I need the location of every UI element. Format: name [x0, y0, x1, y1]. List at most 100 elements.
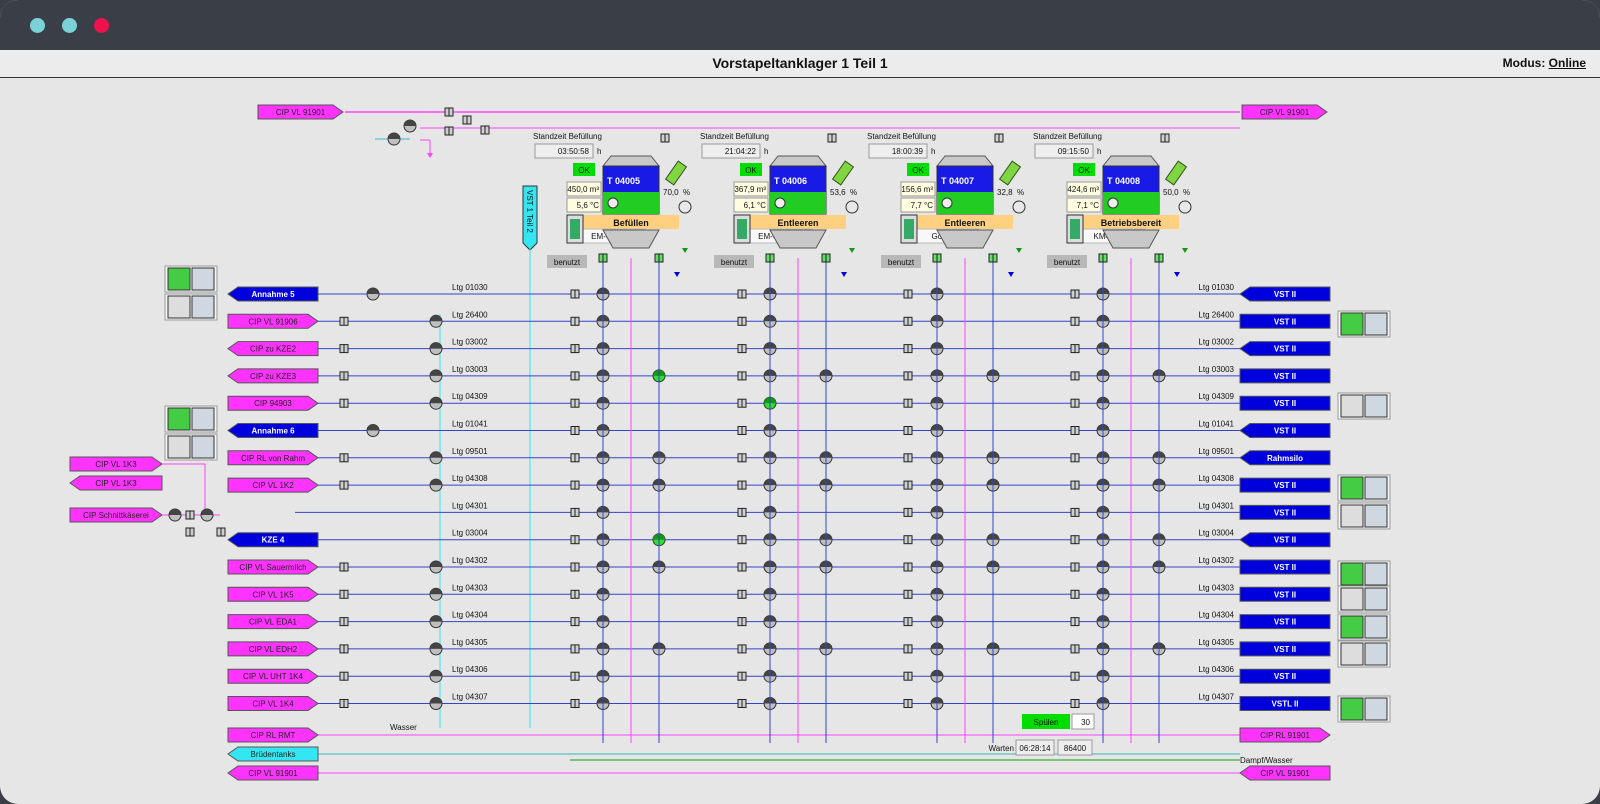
feed-valve-a[interactable]: [387, 132, 401, 146]
right-tag-15[interactable]: VSTL II: [1239, 696, 1331, 711]
right-tag-9[interactable]: VST II: [1239, 532, 1331, 548]
right-tag-1[interactable]: VST II: [1239, 313, 1331, 329]
left-tag-10[interactable]: CIP VL Sauermilch: [227, 559, 319, 575]
control-panel-5[interactable]: [1337, 392, 1391, 420]
bottom-left-tag-0[interactable]: CIP RL RMT: [227, 727, 319, 743]
control-panel-4[interactable]: [1337, 310, 1391, 338]
left-valve-3[interactable]: [429, 369, 443, 383]
tank3-select-button[interactable]: [1066, 214, 1084, 244]
mode-value-link[interactable]: Online: [1548, 56, 1586, 70]
tank3-status-bar: [1083, 215, 1179, 229]
left-valve-7-half: [430, 479, 442, 486]
warten-value-box: [1057, 739, 1093, 756]
control-panel-1-valve-icon: [167, 295, 191, 319]
left-tag-12[interactable]: CIP VL EDA1: [227, 614, 319, 630]
left-tag-4[interactable]: CIP 94903: [227, 395, 319, 411]
left-valve-14[interactable]: [429, 669, 443, 683]
left-valve-0[interactable]: [366, 287, 380, 301]
left-tag-15[interactable]: CIP VL 1K4: [227, 696, 319, 711]
left-valve-2[interactable]: [429, 342, 443, 356]
bottom-right-tag-2[interactable]: CIP VL 91901: [1239, 765, 1331, 781]
bottom-left-tag-1[interactable]: Brüdentanks: [227, 746, 319, 762]
right-tag-0[interactable]: VST II: [1239, 286, 1331, 302]
vst-teil2-vertical-tag[interactable]: VST 1 Teil 2: [522, 185, 538, 251]
right-tag-10[interactable]: VST II: [1239, 559, 1331, 575]
far-left-tag-0[interactable]: CIP VL 1K3: [69, 456, 163, 472]
left-valve-1[interactable]: [429, 314, 443, 328]
left-tag-11[interactable]: CIP VL 1K5: [227, 586, 319, 602]
right-tag-8[interactable]: VST II: [1239, 504, 1331, 520]
control-panel-9[interactable]: [1337, 585, 1391, 613]
cip-vl-91901-top-left-tag[interactable]: CIP VL 91901: [257, 104, 344, 120]
tank2-agitator-icon: [941, 197, 953, 209]
left-tag-2[interactable]: CIP zu KZE2: [227, 341, 319, 357]
left-tag-13-shape: [227, 641, 319, 657]
tank2-select-icon: [904, 219, 914, 239]
left-valve-11[interactable]: [429, 587, 443, 601]
control-panel-10[interactable]: [1337, 613, 1391, 641]
window-minimize-button[interactable]: [30, 18, 45, 33]
control-panel-3[interactable]: [164, 433, 218, 461]
tank0-status: Befüllen: [613, 218, 649, 228]
left-tag-7[interactable]: CIP VL 1K2: [227, 477, 319, 493]
bottom-right-tag-0[interactable]: CIP RL 91901: [1239, 727, 1331, 743]
control-panel-6-list-icon: [1364, 476, 1388, 500]
control-panel-11[interactable]: [1337, 640, 1391, 668]
tank2-cone: [936, 229, 994, 249]
control-panel-0[interactable]: [164, 265, 218, 293]
left-tag-4-label: CIP 94903: [254, 399, 292, 408]
left-tag-7-label: CIP VL 1K2: [252, 481, 294, 490]
left-valve-7[interactable]: [429, 478, 443, 492]
tank0-select-icon: [570, 219, 580, 239]
right-tag-12[interactable]: VST II: [1239, 614, 1331, 630]
far-left-tag-1[interactable]: CIP VL 1K3: [69, 475, 163, 491]
right-tag-6[interactable]: Rahmsilo: [1239, 450, 1331, 466]
left-tag-3[interactable]: CIP zu KZE3: [227, 368, 319, 384]
right-tag-14[interactable]: VST II: [1239, 668, 1331, 684]
right-tag-11[interactable]: VST II: [1239, 586, 1331, 602]
window-close-button[interactable]: [94, 18, 109, 33]
far-left-valve-b[interactable]: [200, 508, 214, 522]
left-valve-5[interactable]: [366, 424, 380, 437]
control-panel-6[interactable]: [1337, 474, 1391, 502]
control-panel-9-list-icon: [1364, 587, 1388, 611]
tank2-select-button[interactable]: [900, 214, 918, 244]
tank0-select-button[interactable]: [566, 214, 584, 244]
window-maximize-button[interactable]: [62, 18, 77, 33]
left-tag-0[interactable]: Annahme 5: [227, 286, 319, 302]
right-tag-3[interactable]: VST II: [1239, 368, 1331, 384]
left-valve-12-half: [430, 615, 442, 622]
left-valve-13[interactable]: [429, 642, 443, 656]
left-valve-10[interactable]: [429, 560, 443, 574]
right-tag-13[interactable]: VST II: [1239, 641, 1331, 657]
far-left-tag-2[interactable]: CIP Schnittkäserei: [69, 507, 163, 523]
left-valve-15[interactable]: [429, 697, 443, 710]
cip-vl-91901-top-right-tag[interactable]: CIP VL 91901: [1241, 104, 1328, 120]
control-panel-12[interactable]: [1337, 695, 1391, 723]
left-valve-10-half: [430, 561, 442, 567]
left-tag-5[interactable]: Annahme 6: [227, 423, 319, 438]
control-panel-7[interactable]: [1337, 502, 1391, 530]
left-tag-14[interactable]: CIP VL UHT 1K4: [227, 668, 319, 684]
left-tag-9[interactable]: KZE 4: [227, 532, 319, 548]
left-tag-13[interactable]: CIP VL EDH2: [227, 641, 319, 657]
tank1-select-button[interactable]: [733, 214, 751, 244]
control-panel-2[interactable]: [164, 405, 218, 433]
left-valve-4[interactable]: [429, 396, 443, 410]
left-valve-12[interactable]: [429, 615, 443, 629]
feed-valve-b[interactable]: [403, 119, 417, 133]
right-tag-2[interactable]: VST II: [1239, 341, 1331, 357]
far-left-valve-a[interactable]: [168, 508, 182, 522]
left-tag-1[interactable]: CIP VL 91906: [227, 313, 319, 329]
right-tag-5[interactable]: VST II: [1239, 423, 1331, 438]
right-tag-4[interactable]: VST II: [1239, 395, 1331, 411]
control-panel-1[interactable]: [164, 293, 218, 321]
left-tag-2-label: CIP zu KZE2: [250, 345, 297, 354]
control-panel-8[interactable]: [1337, 560, 1391, 588]
bottom-left-tag-2[interactable]: CIP VL 91901: [227, 765, 319, 781]
right-tag-7[interactable]: VST II: [1239, 477, 1331, 493]
left-valve-6[interactable]: [429, 451, 443, 465]
left-tag-6[interactable]: CIP RL von Rahm: [227, 450, 319, 466]
